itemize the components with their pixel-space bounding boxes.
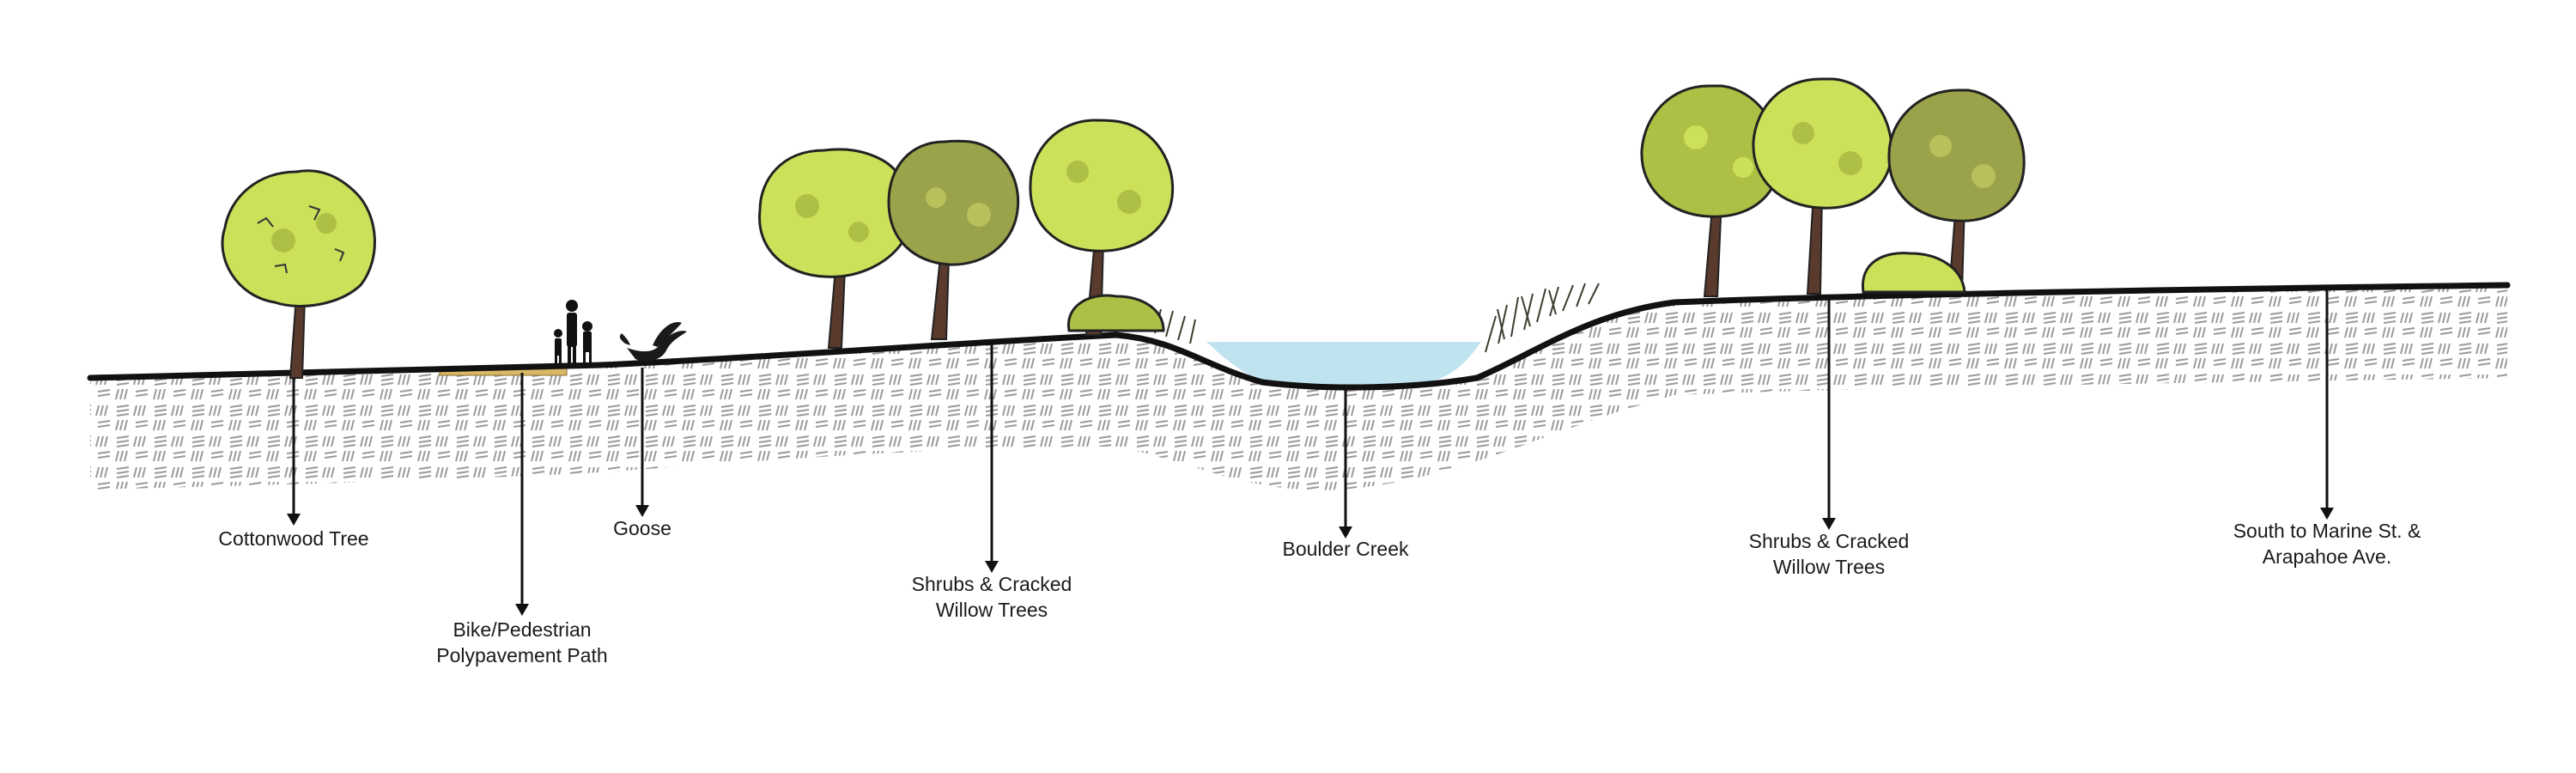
label-shrubs-right: Shrubs & Cracked Willow Trees xyxy=(1749,528,1910,580)
goose-silhouette xyxy=(620,322,687,362)
people-silhouettes xyxy=(554,300,592,366)
willow-trees-left-illustration xyxy=(760,120,1173,348)
label-goose: Goose xyxy=(613,515,671,541)
label-south-to-marine: South to Marine St. & Arapahoe Ave. xyxy=(2233,518,2421,569)
label-cottonwood-tree: Cottonwood Tree xyxy=(218,526,368,551)
label-boulder-creek: Boulder Creek xyxy=(1282,536,1408,562)
cottonwood-tree-illustration xyxy=(222,171,374,378)
willow-trees-right-illustration xyxy=(1642,79,2024,296)
label-shrubs-left: Shrubs & Cracked Willow Trees xyxy=(912,571,1072,623)
label-bike-path: Bike/Pedestrian Polypavement Path xyxy=(436,617,607,668)
